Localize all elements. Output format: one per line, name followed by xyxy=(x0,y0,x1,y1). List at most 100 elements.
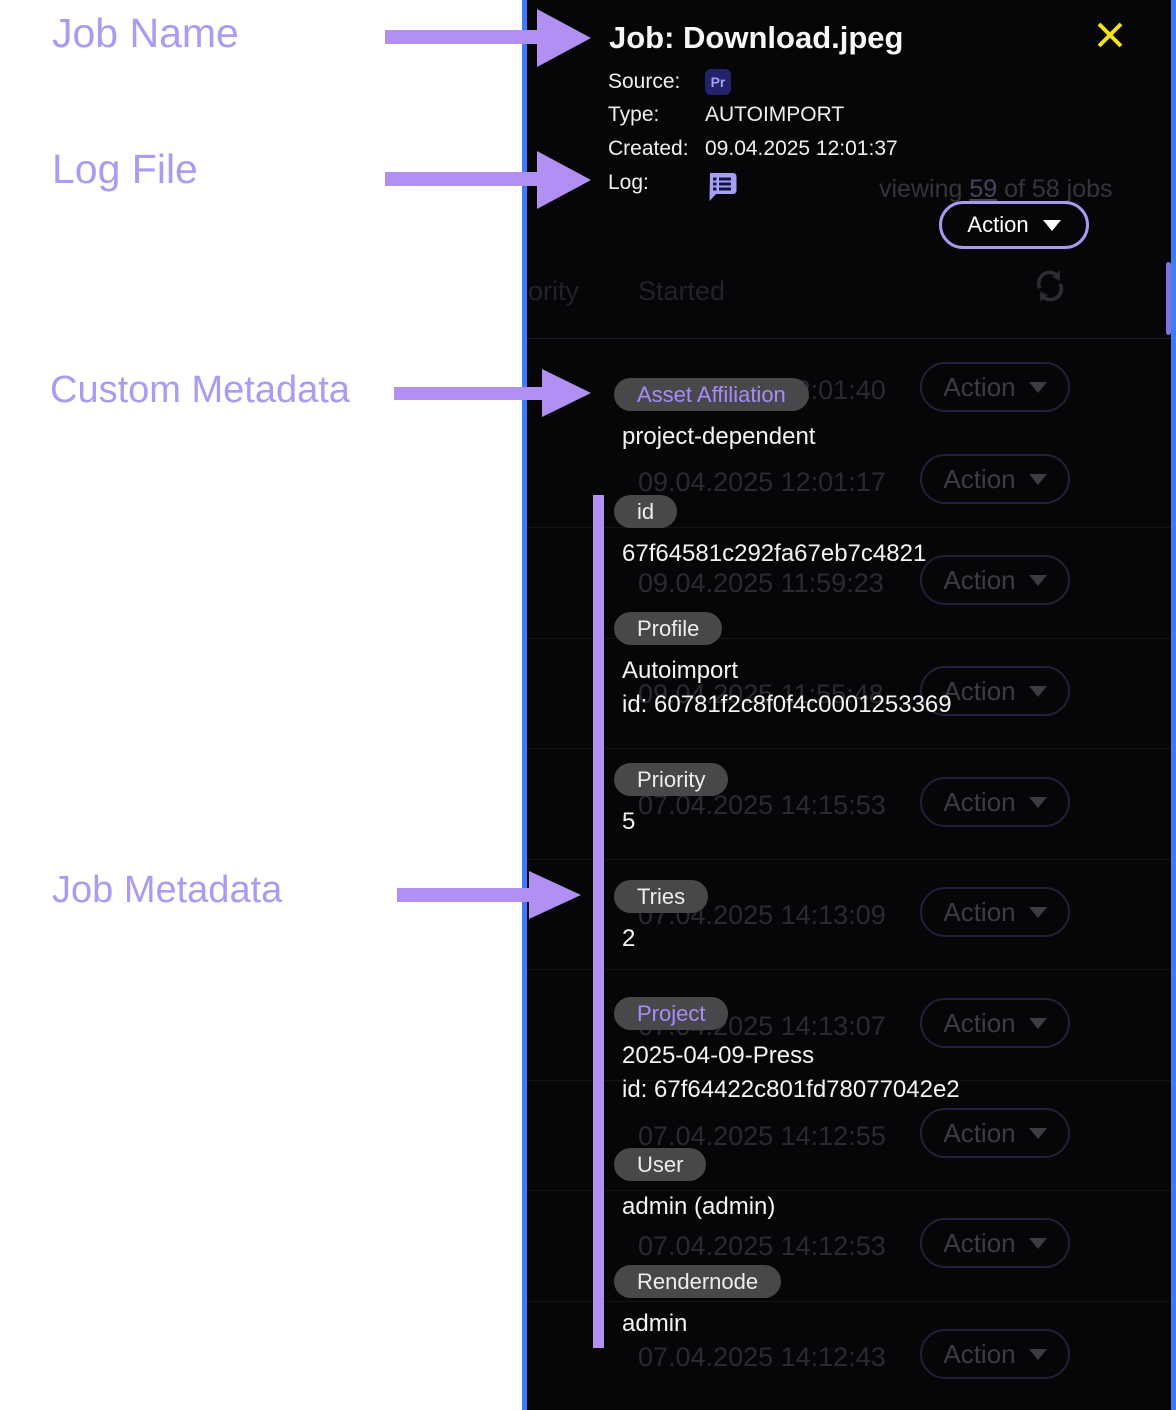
row-action-label: Action xyxy=(943,1338,1016,1369)
metadata-key-pill: Rendernode xyxy=(614,1265,782,1298)
row-divider xyxy=(527,638,1171,639)
log-label: Log: xyxy=(608,171,649,194)
row-action-label: Action xyxy=(943,675,1016,706)
metadata-value: Autoimport xyxy=(622,657,739,684)
table-header-started: Started xyxy=(638,276,726,306)
row-action-button[interactable]: Action xyxy=(920,777,1070,827)
created-value: 09.04.2025 12:01:37 xyxy=(705,137,898,160)
metadata-key-pill: Tries xyxy=(614,880,709,913)
chevron-down-icon xyxy=(1028,906,1047,918)
job-metadata-bracket-bar xyxy=(593,495,604,1348)
row-action-label: Action xyxy=(943,371,1016,402)
source-label: Source: xyxy=(608,70,681,93)
scrollbar-thumb[interactable] xyxy=(1166,262,1171,335)
chevron-down-icon xyxy=(1028,574,1047,586)
log-file-arrow-head xyxy=(537,151,591,209)
metadata-key-pill[interactable]: Asset Affiliation xyxy=(614,378,809,411)
row-action-button[interactable]: Action xyxy=(920,887,1070,937)
job-metadata-arrow-shaft xyxy=(397,888,530,902)
row-action-button[interactable]: Action xyxy=(920,1218,1070,1268)
metadata-item: Project 2025-04-09-Press id: 67f64422c801f… xyxy=(614,997,1054,1105)
annotation-custom-metadata: Custom Metadata xyxy=(50,369,350,411)
row-divider xyxy=(527,748,1171,749)
metadata-value: id: 67f64422c801fd78077042e2 xyxy=(622,1076,960,1103)
premiere-source-icon[interactable]: Pr xyxy=(705,69,731,95)
job-name-arrow-head xyxy=(537,9,591,67)
metadata-key-pill[interactable]: Project xyxy=(614,997,729,1030)
row-started-timestamp: 07.04.2025 14:12:55 xyxy=(638,1121,886,1151)
chevron-down-icon xyxy=(1028,1348,1047,1360)
metadata-item: Asset Affiliation project-dependent xyxy=(614,378,1054,452)
row-divider xyxy=(527,1190,1171,1191)
metadata-value: admin xyxy=(622,1310,688,1337)
row-action-label: Action xyxy=(943,1007,1016,1038)
metadata-key-pill: User xyxy=(614,1148,707,1181)
metadata-value: project-dependent xyxy=(622,423,816,450)
chevron-down-icon xyxy=(1028,1017,1047,1029)
row-started-timestamp: 09.04.2025 11:55:48 xyxy=(638,679,884,709)
table-row: 09.04.2025 11:55:48 Action xyxy=(527,666,1171,735)
chevron-down-icon xyxy=(1028,1237,1047,1249)
job-name-arrow-shaft xyxy=(385,30,538,44)
viewing-status: viewing 59 of 58 jobs xyxy=(879,175,1113,204)
row-divider xyxy=(527,1080,1171,1081)
metadata-value: 2025-04-09-Press xyxy=(622,1042,815,1069)
viewing-count-link[interactable]: 59 xyxy=(969,175,998,203)
row-action-label: Action xyxy=(943,1117,1016,1148)
job-title: Job: Download.jpeg xyxy=(609,20,904,55)
chevron-down-icon xyxy=(1042,219,1061,231)
close-icon[interactable] xyxy=(1095,20,1125,50)
metadata-key-pill: Priority xyxy=(614,763,729,796)
row-action-button[interactable]: Action xyxy=(920,998,1070,1048)
job-metadata-arrow-head xyxy=(529,871,581,919)
annotation-job-metadata: Job Metadata xyxy=(52,869,283,911)
row-action-label: Action xyxy=(943,896,1016,927)
job-detail-panel: ority Started 09.04.2025 12:01:40Action0… xyxy=(522,0,1176,1410)
row-action-label: Action xyxy=(943,463,1016,494)
chevron-down-icon xyxy=(1028,473,1047,485)
row-started-timestamp: 09.04.2025 11:59:23 xyxy=(638,568,884,598)
created-label: Created: xyxy=(608,137,689,160)
row-action-button[interactable]: Action xyxy=(920,666,1070,716)
row-divider xyxy=(527,1301,1171,1302)
row-action-button[interactable]: Action xyxy=(920,362,1070,412)
type-value: AUTOIMPORT xyxy=(705,103,845,126)
row-started-timestamp: 07.04.2025 14:12:43 xyxy=(638,1342,886,1372)
metadata-item: Rendernode admin xyxy=(614,1265,1054,1339)
row-action-label: Action xyxy=(943,1227,1016,1258)
chevron-down-icon xyxy=(1028,685,1047,697)
row-divider xyxy=(527,527,1171,528)
log-file-icon[interactable] xyxy=(706,172,737,207)
custom-metadata-arrow-head xyxy=(542,369,591,417)
table-row: 07.04.2025 14:12:55 Action xyxy=(527,1108,1171,1177)
row-action-button[interactable]: Action xyxy=(920,555,1070,605)
metadata-value: id: 60781f2c8f0f4c0001253369 xyxy=(622,691,952,718)
table-header-divider xyxy=(527,338,1171,339)
row-action-button[interactable]: Action xyxy=(920,1108,1070,1158)
action-dropdown-label: Action xyxy=(967,212,1029,237)
row-action-button[interactable]: Action xyxy=(920,454,1070,504)
row-started-timestamp: 07.04.2025 14:12:53 xyxy=(638,1231,886,1261)
type-label: Type: xyxy=(608,103,660,126)
row-divider xyxy=(527,859,1171,860)
metadata-key-pill: id xyxy=(614,495,678,528)
table-row: 09.04.2025 11:59:23 Action xyxy=(527,555,1171,624)
table-row: 07.04.2025 14:12:43 Action xyxy=(527,1329,1171,1398)
table-row: 07.04.2025 14:12:53 Action xyxy=(527,1218,1171,1287)
refresh-icon[interactable] xyxy=(1032,266,1068,311)
row-action-button[interactable]: Action xyxy=(920,1329,1070,1379)
log-file-arrow-shaft xyxy=(385,172,538,186)
table-header-priority: ority xyxy=(528,276,580,306)
row-action-label: Action xyxy=(943,564,1016,595)
action-dropdown-button[interactable]: Action xyxy=(939,201,1089,249)
custom-metadata-arrow-shaft xyxy=(394,387,543,400)
